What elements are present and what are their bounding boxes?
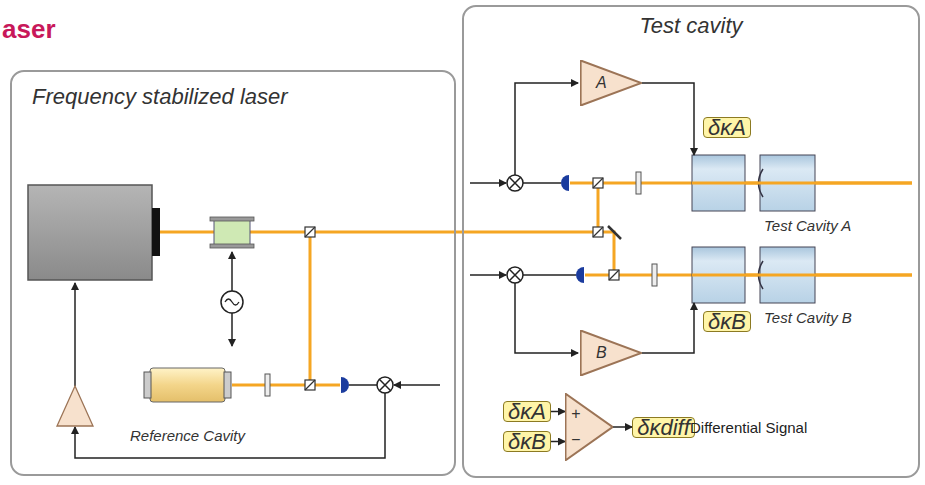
node-label: δκdiff [637, 415, 690, 441]
signal-connector [642, 83, 694, 155]
reference-cavity-body [150, 368, 225, 402]
panel-heading: Test cavity [639, 13, 742, 39]
cavity-mirror [224, 372, 231, 398]
signal-connector [613, 426, 632, 428]
signal-tag: δκdiff [632, 417, 695, 438]
signal-wire [75, 83, 578, 458]
signal-connector [551, 411, 565, 413]
mod-wire [231, 252, 233, 291]
node-label: δκB [708, 309, 746, 335]
node-label: B [596, 344, 607, 362]
eom [214, 220, 250, 245]
oscillator [221, 291, 243, 313]
part-label: Test Cavity A [764, 217, 851, 234]
servo-amplifier [57, 386, 93, 426]
mod-wire [231, 313, 233, 346]
signal-label: Differential Signal [690, 419, 807, 436]
curved-mirror [759, 169, 764, 289]
part-label: Reference Cavity [130, 427, 245, 444]
test-cavity: Test Cavity B [688, 247, 818, 303]
amplifier-outline [581, 60, 642, 105]
part-label: Test Cavity B [764, 309, 852, 326]
amplifier-symbol [580, 330, 642, 376]
amplifier-outline [581, 330, 642, 375]
reference-cavity: Reference Cavity [140, 365, 235, 405]
cavity-beam [692, 183, 912, 275]
signal-tag: δκA [703, 117, 751, 138]
waveplate [265, 172, 657, 396]
oscillator-wave [225, 299, 239, 305]
mirror [608, 226, 621, 239]
eom-cap [210, 244, 254, 248]
amplifier: A [580, 60, 642, 106]
signal-connector [642, 303, 694, 353]
panel-heading: Frequency stabilized laser [32, 84, 288, 110]
signal-tag: δκB [503, 431, 551, 452]
mixer [377, 175, 523, 393]
node-label: δκB [508, 429, 546, 455]
test-panel: Test cavityAδκA Test Cavity A Test Cavity … [462, 5, 920, 478]
laser-aperture [152, 208, 160, 256]
laser-beam [160, 183, 912, 385]
node-label: A [596, 74, 607, 92]
test-cavity: Test Cavity A [688, 155, 818, 211]
signal-tag: δκA [503, 401, 551, 422]
eom-cap [210, 217, 254, 221]
amplifier-outline [565, 394, 612, 461]
page-title-fragment: aser [2, 14, 56, 45]
sign-label: + [571, 405, 580, 423]
laser-body [28, 185, 152, 280]
differential-amplifier: +− [565, 393, 613, 461]
signal-connector [551, 441, 565, 443]
sign-label: − [571, 431, 580, 449]
node-label: δκA [708, 115, 746, 141]
node-label: δκA [508, 399, 546, 425]
signal-tag: δκB [703, 311, 751, 332]
laser-panel: Frequency stabilized laserReference Cavi… [10, 70, 456, 476]
amplifier: B [580, 330, 642, 376]
differential-symbol [565, 393, 613, 461]
amplifier-symbol [580, 60, 642, 106]
cavity-mirror [144, 372, 151, 398]
